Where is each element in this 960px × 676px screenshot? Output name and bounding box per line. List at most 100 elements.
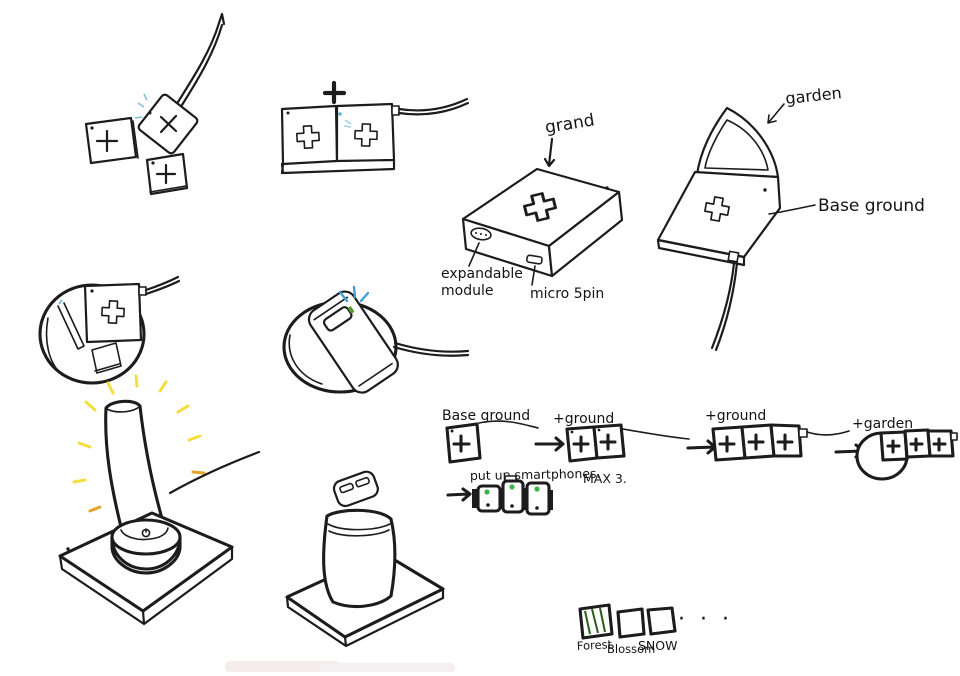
- pen-body: [57, 302, 85, 350]
- label-arrow: [543, 137, 556, 168]
- x-mark: [159, 114, 178, 134]
- color-legend: · · · Forest Blossom SNOW: [576, 603, 733, 656]
- joined-module-pads: [280, 80, 470, 175]
- note-text: put up smartphones.: [470, 466, 601, 483]
- phone-side-bar: [523, 488, 527, 510]
- swatch-blossom: [616, 607, 646, 639]
- swatch-label-snow: SNOW: [638, 638, 677, 653]
- note-max-text: MAX 3.: [583, 471, 627, 486]
- pen: [57, 299, 85, 350]
- phone-button: [510, 504, 514, 508]
- charge-spark-icon: [338, 285, 370, 303]
- corner-dot: [605, 186, 609, 190]
- cable: [710, 261, 739, 352]
- plus-mark: [155, 163, 177, 185]
- phone-led: [509, 484, 515, 490]
- pad-rim: [280, 158, 396, 175]
- phone-led: [484, 489, 490, 495]
- phone-screen-lines: [313, 296, 393, 387]
- step1-label: Base ground: [442, 408, 530, 424]
- base-rim: [58, 545, 234, 626]
- mini-smartphones: [472, 475, 553, 516]
- garden-fin-outer: [695, 106, 780, 179]
- pen-tip: [58, 299, 63, 305]
- small-card: [91, 342, 122, 374]
- more-colors-dots: · · ·: [678, 607, 733, 632]
- ray-accent: [88, 470, 206, 513]
- cylinder-top: [105, 405, 141, 413]
- arrow-icon: [534, 436, 565, 452]
- garden-label: garden: [784, 83, 842, 108]
- plus-mark: [452, 434, 471, 453]
- leader-line: [531, 265, 536, 286]
- swatch-forest: [578, 603, 614, 640]
- swatch-hatch: [584, 607, 606, 635]
- round-tray-unit: [38, 275, 181, 385]
- port-dot: [475, 232, 477, 234]
- corner-dot: [151, 161, 155, 165]
- plus-mark: [572, 433, 617, 453]
- loose-module-tiles: [84, 12, 226, 196]
- base-ground-label: Base ground: [818, 196, 925, 216]
- phone-charging-unit: [282, 285, 470, 394]
- step3-label: +ground: [705, 408, 766, 424]
- glow-rays: [72, 374, 206, 513]
- corner-dot: [90, 289, 94, 293]
- spark-dot: [338, 112, 342, 116]
- micro-usb-port: [526, 254, 543, 265]
- box-right-face: [547, 190, 624, 278]
- plus-mark: [886, 437, 947, 454]
- cable: [168, 450, 261, 495]
- cable: [397, 97, 470, 116]
- port-oval: [470, 227, 492, 241]
- ray: [72, 374, 202, 484]
- cable: [144, 275, 181, 296]
- phone-button: [486, 503, 490, 507]
- lamp-cylinder: [104, 399, 165, 529]
- step4-label: +garden: [852, 416, 913, 432]
- spark-marks: [343, 119, 352, 128]
- phone-body: [307, 290, 399, 394]
- puck-glow-ring: [110, 535, 182, 575]
- garden-unit: garden Base ground: [656, 83, 925, 352]
- arrow-icon: [686, 439, 717, 455]
- assembly-sequence: Base ground +ground +ground +garden: [442, 408, 958, 481]
- step2-label: +ground: [553, 411, 614, 427]
- corner-dot: [286, 111, 290, 115]
- cable: [176, 12, 226, 107]
- bottle-shoulder: [327, 523, 391, 537]
- garden-fin-inner: [704, 119, 769, 171]
- port-dot: [485, 234, 487, 236]
- smartphones-note: put up smartphones. MAX 3.: [446, 466, 627, 516]
- bottle-body: [322, 508, 397, 609]
- base-rim: [656, 238, 746, 267]
- port-dot: [480, 233, 482, 235]
- tile-edge: [149, 185, 187, 193]
- mini-phone: [476, 484, 502, 513]
- phone-side-bar: [472, 489, 477, 508]
- plus-mark: [95, 129, 119, 153]
- expandable-module-label-line2: module: [441, 283, 493, 299]
- smudge: [320, 663, 455, 672]
- cap-body: [332, 470, 379, 508]
- tray-inner-rim: [45, 317, 63, 376]
- connector-nub: [950, 432, 958, 441]
- spark-marks: [134, 93, 148, 119]
- connector-nub: [727, 250, 740, 263]
- puck-hole: [120, 527, 169, 541]
- corner-dot: [450, 429, 454, 433]
- phone-led: [534, 486, 540, 492]
- cap-slot: [339, 482, 354, 494]
- wire: [478, 420, 539, 429]
- smartphone: [307, 290, 399, 394]
- phone-button: [535, 506, 539, 510]
- arrow-icon: [446, 487, 472, 502]
- bold-plus-icon: [322, 80, 347, 105]
- wire: [622, 428, 690, 440]
- battery-tip: [347, 306, 355, 314]
- corner-dot: [597, 428, 601, 432]
- smudge: [225, 661, 340, 672]
- connector-nub: [391, 105, 400, 116]
